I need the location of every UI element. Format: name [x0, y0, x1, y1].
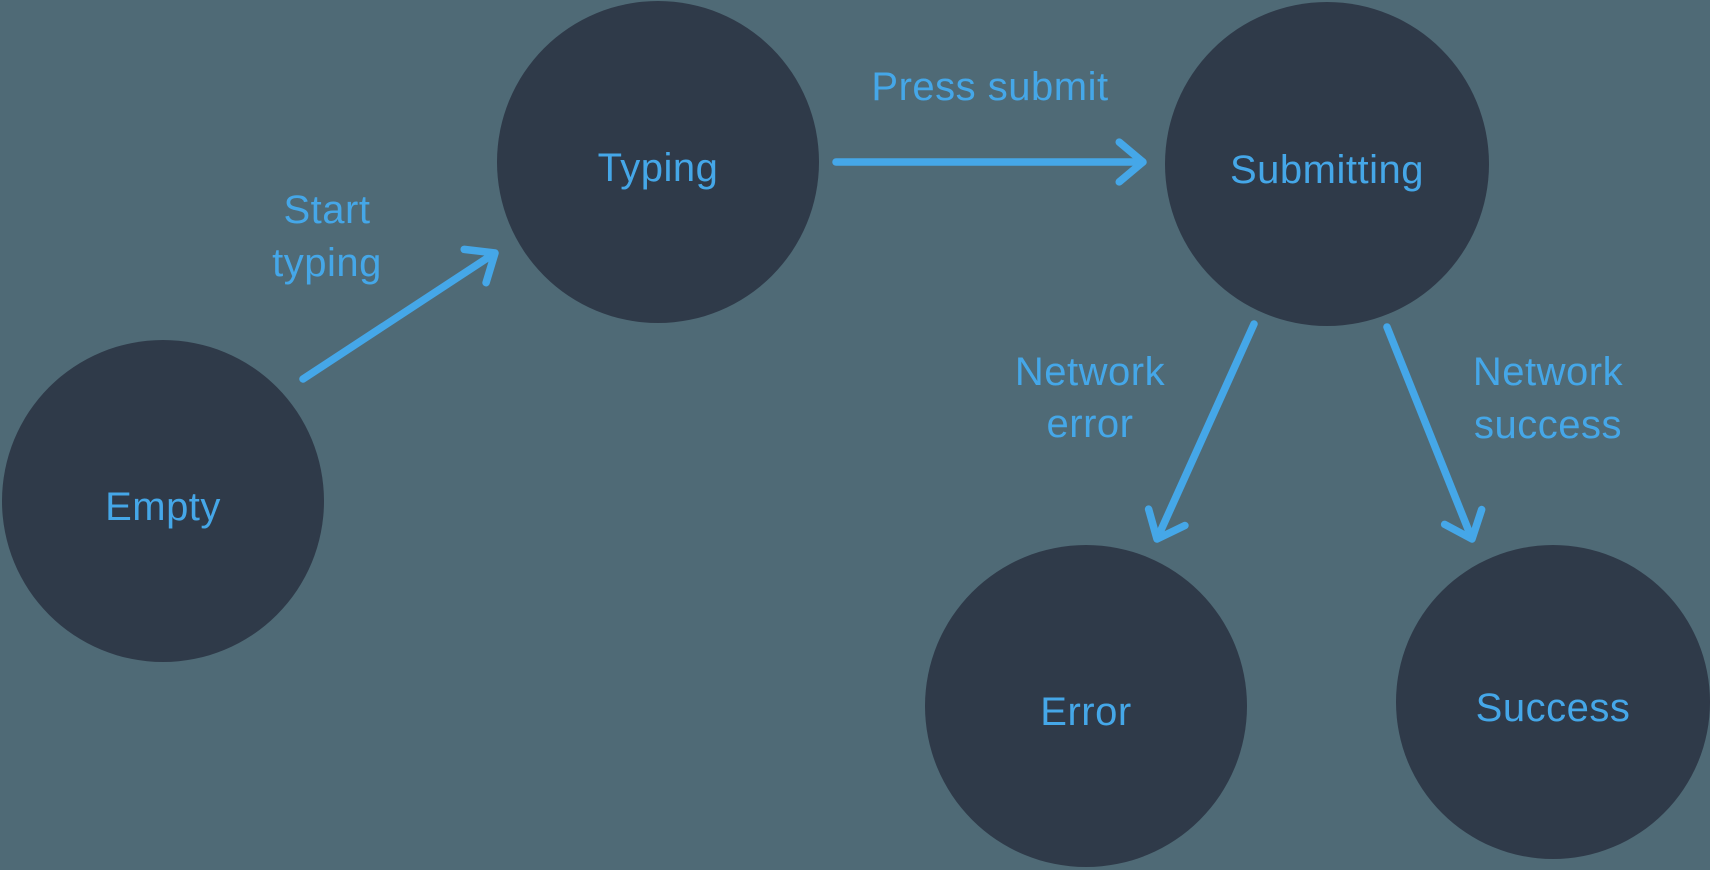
edge-label-start-typing-line1: Start	[284, 188, 371, 232]
state-label-error: Error	[1040, 690, 1131, 734]
state-label-typing: Typing	[598, 146, 719, 190]
edge-label-network-success-line2: success	[1474, 403, 1622, 447]
state-success	[1396, 545, 1710, 859]
state-empty	[2, 340, 324, 662]
state-error	[925, 545, 1247, 867]
edge-arrowhead-network-success	[1440, 505, 1486, 543]
edge-arrowhead-start-typing	[460, 245, 499, 287]
state-typing	[497, 1, 819, 323]
edge-arrowhead-press-submit	[1115, 138, 1147, 186]
edge-start-typing	[299, 253, 493, 383]
state-label-success: Success	[1476, 686, 1631, 730]
edge-label-network-success-line1: Network	[1473, 350, 1624, 394]
edge-label-start-typing-line2: typing	[272, 241, 382, 285]
edge-network-error	[1156, 320, 1258, 536]
edge-label-network-error-line2: error	[1047, 402, 1134, 446]
edge-label-network-error-line1: Network	[1015, 350, 1166, 394]
edge-network-success	[1383, 323, 1473, 536]
edge-arrowhead-network-error	[1144, 505, 1189, 543]
state-submitting	[1165, 2, 1489, 326]
state-label-empty: Empty	[105, 485, 221, 529]
state-label-submitting: Submitting	[1230, 148, 1424, 192]
edge-label-press-submit: Press submit	[871, 65, 1108, 109]
